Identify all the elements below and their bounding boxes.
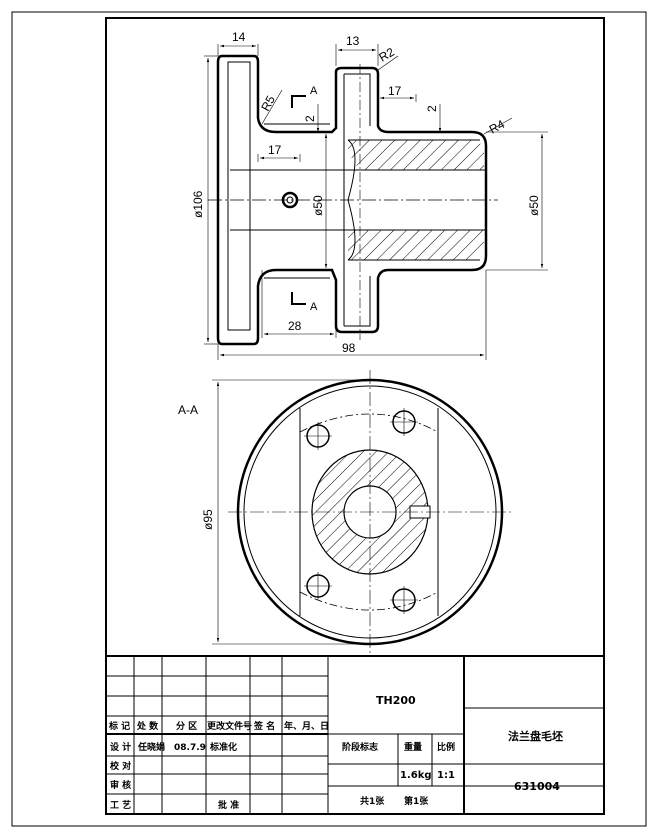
dim-r5-leader bbox=[261, 89, 283, 125]
dim-14-text: 14 bbox=[232, 30, 246, 44]
hdr-sign: 签 名 bbox=[253, 720, 275, 732]
hdr-count: 处 数 bbox=[136, 720, 159, 732]
dim-98-text: 98 bbox=[342, 341, 356, 355]
weight-value: 1.6kg bbox=[400, 770, 432, 781]
part-inner-outline bbox=[227, 61, 251, 331]
stage-label: 阶段标志 bbox=[342, 741, 378, 753]
section-view-label: A-A bbox=[178, 403, 198, 417]
dim-dia50-mid-text: ø50 bbox=[311, 195, 325, 216]
dim-2-left-text: 2 bbox=[303, 115, 317, 122]
outer-border bbox=[11, 11, 647, 827]
hub-annulus-hatch bbox=[312, 450, 428, 574]
row-process-approve: 批 准 bbox=[218, 799, 239, 811]
dim-28-text: 28 bbox=[288, 319, 302, 333]
drawing-number: 631004 bbox=[514, 780, 560, 793]
section-mark-bottom bbox=[291, 292, 306, 305]
hub-section-hatch-bottom bbox=[348, 230, 484, 260]
row-review-label: 审 核 bbox=[110, 779, 131, 791]
hdr-date: 年、月、日 bbox=[284, 720, 329, 732]
section-mark-top bbox=[291, 95, 306, 108]
hdr-zone: 分 区 bbox=[176, 720, 197, 732]
row-design-date: 08.7.9 bbox=[174, 743, 206, 753]
hub-section-hatch-top bbox=[348, 140, 484, 170]
section-mark-bottom-label: A bbox=[310, 301, 318, 313]
dim-dia95-text: ø95 bbox=[201, 509, 215, 530]
dim-r4-text: R4 bbox=[487, 117, 507, 137]
scale-value: 1:1 bbox=[437, 770, 455, 781]
front-view: A A 14 13 R2 R5 17 2 2 R4 bbox=[191, 30, 548, 360]
row-check-label: 校 对 bbox=[110, 760, 131, 772]
dim-dia50-right-text: ø50 bbox=[527, 195, 541, 216]
row-design-std: 标准化 bbox=[209, 741, 237, 753]
bolt-circle-bottom bbox=[299, 591, 439, 611]
bolt-circle-top bbox=[299, 413, 439, 433]
dim-17-mid-text: 17 bbox=[268, 143, 282, 157]
row-process-label: 工 艺 bbox=[110, 799, 131, 811]
dim-13-text: 13 bbox=[346, 34, 360, 48]
section-view-aa: A-A ø95 bbox=[178, 370, 512, 654]
scale-label: 比例 bbox=[437, 741, 455, 753]
dim-r4-leader bbox=[483, 117, 513, 135]
row-design-label: 设 计 bbox=[110, 741, 131, 753]
part-name: 法兰盘毛坯 bbox=[508, 729, 563, 743]
sheets-total: 共1张 bbox=[360, 795, 385, 807]
material-text: TH200 bbox=[376, 694, 416, 707]
pin-hole-inner bbox=[286, 196, 294, 204]
part-outline bbox=[216, 54, 488, 346]
pin-hole-outer bbox=[281, 191, 299, 209]
title-block: 标 记 处 数 分 区 更改文件号 签 名 年、月、日 设 计 任晓娟 08.7… bbox=[105, 655, 605, 815]
weight-label: 重量 bbox=[404, 741, 422, 753]
dim-2-top-text: 2 bbox=[425, 105, 439, 112]
dim-dia106-text: ø106 bbox=[191, 190, 205, 218]
hdr-mark: 标 记 bbox=[108, 720, 130, 732]
row-design-name: 任晓娟 bbox=[137, 741, 165, 753]
sheet-number: 第1张 bbox=[404, 795, 429, 807]
dim-r2-text: R2 bbox=[377, 45, 398, 65]
section-mark-top-label: A bbox=[310, 85, 318, 97]
hdr-change-doc: 更改文件号 bbox=[207, 720, 252, 732]
dim-17-top-text: 17 bbox=[388, 84, 402, 98]
dim-r2-leader bbox=[377, 55, 399, 71]
dim-r5-text: R5 bbox=[258, 93, 278, 113]
